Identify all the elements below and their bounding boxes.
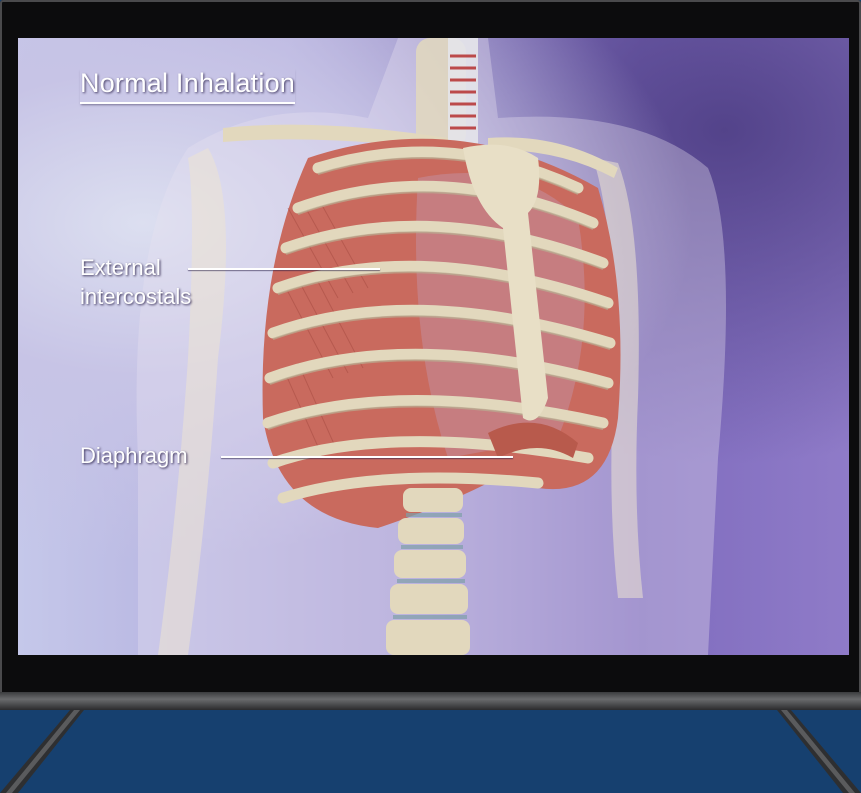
label-diaphragm: Diaphragm <box>80 441 188 470</box>
label-external-intercostals-line2: intercostals <box>80 282 191 311</box>
tv-stand-right <box>771 710 861 793</box>
video-screen: Normal Inhalation External intercostals … <box>18 38 849 655</box>
external-intercostals-leader-line <box>188 268 380 270</box>
label-external-intercostals: External intercostals <box>80 253 191 311</box>
diaphragm-leader-line <box>221 456 513 458</box>
tv-stand-left <box>0 710 90 793</box>
slide-title: Normal Inhalation <box>80 68 295 104</box>
label-external-intercostals-line1: External <box>80 255 161 280</box>
tv-bottom-bezel <box>0 692 861 710</box>
ribcage-illustration <box>18 38 849 655</box>
